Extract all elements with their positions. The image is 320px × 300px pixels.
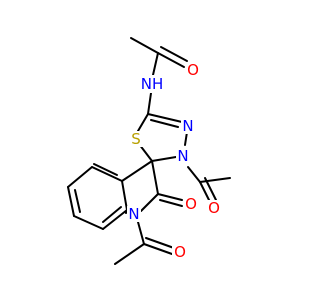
atom-O-lactam: O xyxy=(183,195,199,213)
bond-C3a-C4-1 xyxy=(91,166,123,182)
bond-C2-N3-1 xyxy=(147,113,183,123)
bond-spiro-C3a xyxy=(121,160,153,182)
atom-N3: N xyxy=(181,117,195,135)
bond-NH-C2 xyxy=(147,92,152,115)
atom-N4: N xyxy=(176,147,190,165)
atom-NH-amide-label: NH xyxy=(141,75,164,93)
atom-O-acetyl-bottom-label: O xyxy=(174,243,186,261)
bond-N3-N4 xyxy=(184,131,188,146)
atom-label-layer: O NH N S N O O N xyxy=(127,61,222,261)
bond-carbonyl-O-top-2 xyxy=(160,46,188,62)
bond-C2-lactam-O-2 xyxy=(159,199,183,207)
bond-N4-spiro xyxy=(151,156,177,162)
bond-C3a-C4-2 xyxy=(93,163,118,176)
bond-C2-N3-2 xyxy=(150,119,179,128)
bond-C5-C6-2 xyxy=(74,189,81,213)
bond-C7-C7a-2 xyxy=(102,206,122,223)
bond-acetylC-O-bottom-1 xyxy=(143,243,173,255)
atom-O-acetyl-right-bg xyxy=(206,200,222,216)
bond-carbonyl-O-top-1 xyxy=(157,52,185,68)
atom-N1-label: N xyxy=(128,205,139,223)
atom-N4-bg xyxy=(176,148,190,164)
atom-O-acetyl-bottom: O xyxy=(172,243,188,261)
atom-N1: N xyxy=(127,205,141,223)
bond-C2-lactam-N1 xyxy=(140,193,159,212)
bond-C7a-C3a xyxy=(121,180,128,211)
atom-N1-bg xyxy=(127,206,141,222)
bond-methyl-carbonyl-top xyxy=(130,37,159,54)
atom-S-bg xyxy=(129,131,143,147)
atom-NH-amide-bg xyxy=(141,75,163,93)
atom-O-amide-bg xyxy=(185,62,201,78)
bond-acetylC-O-bottom-2 xyxy=(145,237,175,249)
atom-O-lactam-bg xyxy=(183,196,199,212)
atom-S: S xyxy=(129,130,143,148)
bond-N1-C7a xyxy=(125,209,128,214)
bond-C4-C5 xyxy=(67,166,93,188)
bond-acetylC-methyl-bottom xyxy=(114,243,145,265)
atom-N3-bg xyxy=(181,118,195,134)
bond-C7-C7a-1 xyxy=(102,209,128,230)
bond-N1-acetylC-bottom xyxy=(137,221,145,245)
bond-carbonyl-NH-top xyxy=(152,52,159,76)
atom-O-amide: O xyxy=(185,61,201,79)
atom-O-amide-label: O xyxy=(187,61,199,79)
atom-O-acetyl-bottom-bg xyxy=(172,244,188,260)
bond-S-C2 xyxy=(137,113,149,132)
bond-C6-C7 xyxy=(73,215,104,230)
atom-S-label: S xyxy=(131,130,141,148)
molecule-structure-diagram: O NH N S N O O N xyxy=(67,37,231,265)
atom-NH-amide: NH xyxy=(141,75,164,93)
bond-N4-acetylC xyxy=(187,166,201,183)
bond-C2-lactam-O-1 xyxy=(157,193,183,201)
atom-O-acetyl-right-label: O xyxy=(208,199,220,217)
atom-O-lactam-label: O xyxy=(185,195,197,213)
bond-layer xyxy=(67,37,231,265)
atom-N4-label: N xyxy=(177,147,188,165)
bond-acetylC-methyl-right xyxy=(199,177,231,183)
atom-N3-label: N xyxy=(182,117,193,135)
bond-acetylC-O-right-2 xyxy=(204,177,217,201)
bond-spiro-C2-lactam xyxy=(151,160,159,195)
bond-C5-C6-1 xyxy=(67,186,75,217)
atom-O-acetyl-right: O xyxy=(206,199,222,217)
